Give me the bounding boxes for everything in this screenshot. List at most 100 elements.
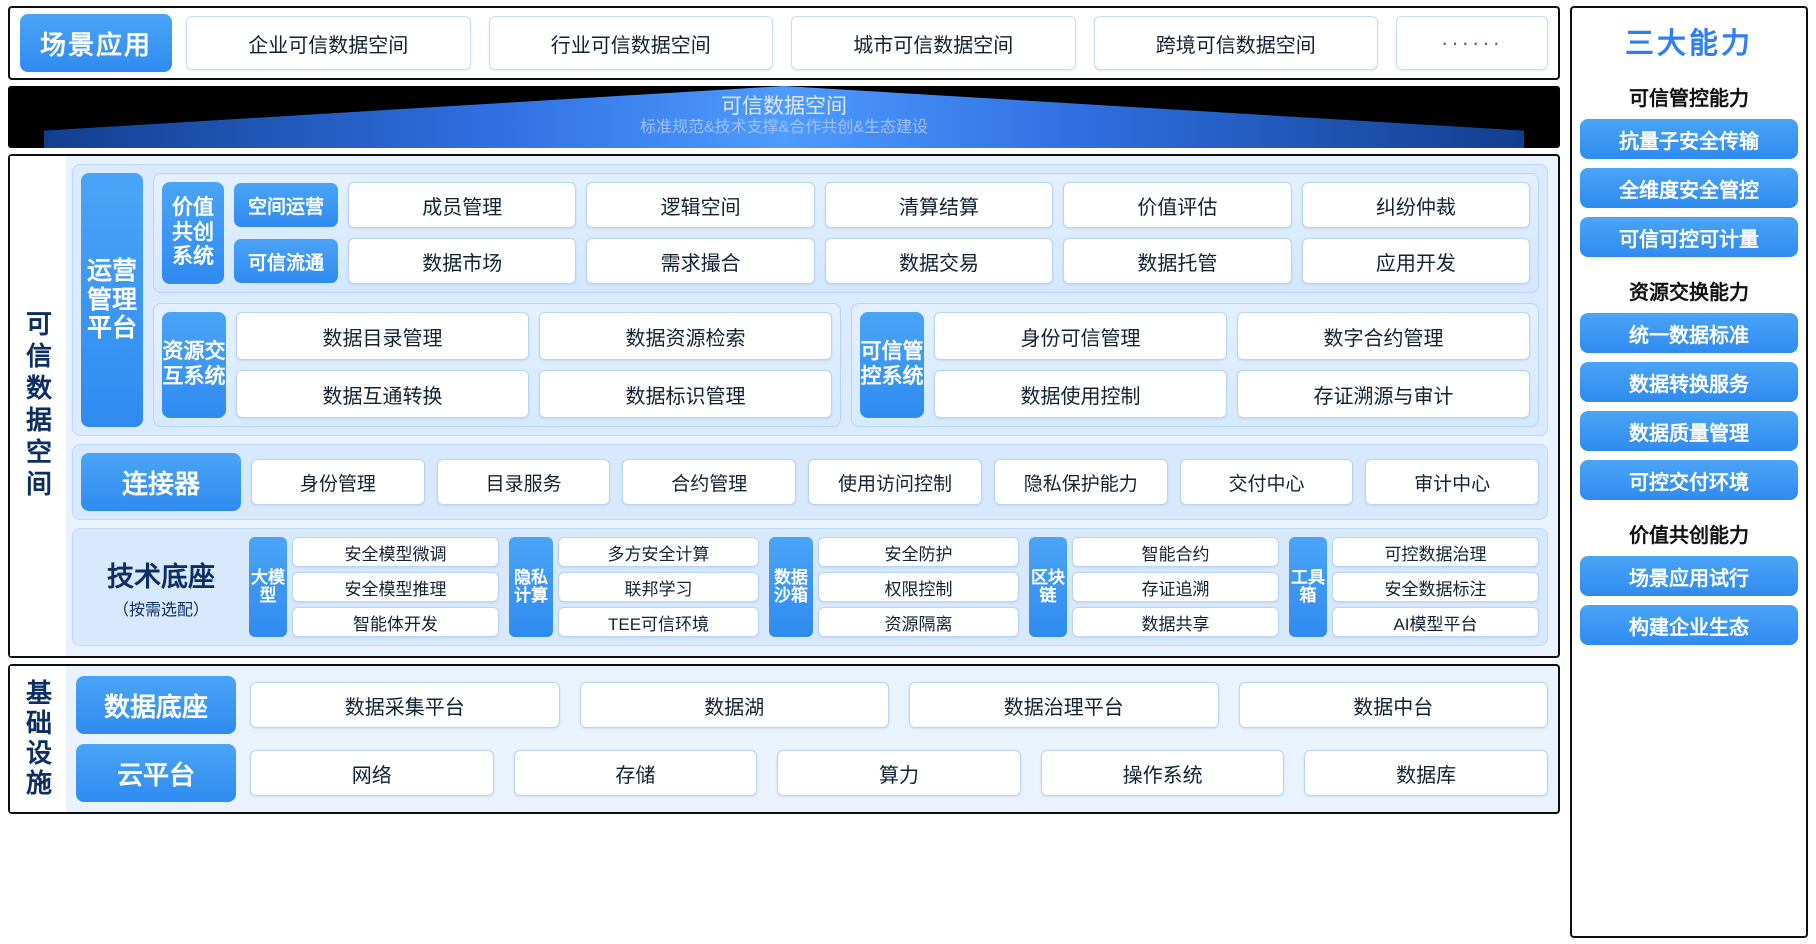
item-data-custody[interactable]: 数据托管: [1063, 238, 1292, 284]
capability-full-dimension-security[interactable]: 全维度安全管控: [1580, 168, 1798, 208]
operation-management-label: 运营管理平台: [81, 173, 143, 427]
capability-data-conversion-service[interactable]: 数据转换服务: [1580, 362, 1798, 402]
item-secure-model-finetune[interactable]: 安全模型微调: [292, 537, 499, 567]
item-evidence-trace-audit[interactable]: 存证溯源与审计: [1237, 370, 1530, 418]
item-demand-matching[interactable]: 需求撮合: [586, 238, 815, 284]
item-permission-control[interactable]: 权限控制: [818, 572, 1019, 602]
item-logical-space[interactable]: 逻辑空间: [586, 182, 815, 228]
item-smart-contract[interactable]: 智能合约: [1072, 537, 1279, 567]
cloud-platform-row: 云平台 网络 存储 算力 操作系统 数据库: [76, 744, 1548, 802]
item-data-sharing[interactable]: 数据共享: [1072, 607, 1279, 637]
item-ai-model-platform[interactable]: AI模型平台: [1332, 607, 1539, 637]
item-secure-data-annotation[interactable]: 安全数据标注: [1332, 572, 1539, 602]
operation-groups: 价值共创系统 空间运营 成员管理 逻辑空间 清算结算 价值评估 纠纷仲裁: [153, 173, 1539, 427]
item-app-development[interactable]: 应用开发: [1301, 238, 1531, 284]
item-database[interactable]: 数据库: [1304, 750, 1548, 796]
capability-heading-control: 可信管控能力: [1629, 88, 1749, 110]
connector-item-catalog[interactable]: 目录服务: [436, 459, 611, 505]
item-data-lake[interactable]: 数据湖: [579, 682, 889, 728]
item-identity-trust-management[interactable]: 身份可信管理: [934, 312, 1227, 360]
item-controllable-data-governance[interactable]: 可控数据治理: [1332, 537, 1539, 567]
tech-items-toolbox: 可控数据治理 安全数据标注 AI模型平台: [1332, 537, 1539, 637]
tech-items-data-sandbox: 安全防护 权限控制 资源隔离: [818, 537, 1019, 637]
value-cocreation-label: 价值共创系统: [162, 182, 224, 284]
connector-item-contract[interactable]: 合约管理: [622, 459, 797, 505]
tech-foundation-title: 技术底座: [107, 561, 215, 592]
item-tee[interactable]: TEE可信环境: [558, 607, 759, 637]
connector-item-audit[interactable]: 审计中心: [1365, 459, 1540, 505]
item-evidence-trace[interactable]: 存证追溯: [1072, 572, 1279, 602]
connector-items: 身份管理 目录服务 合约管理 使用访问控制 隐私保护能力 交付中心 审计中心: [251, 459, 1540, 505]
item-data-catalog-management[interactable]: 数据目录管理: [236, 312, 529, 360]
item-resource-isolation[interactable]: 资源隔离: [818, 607, 1019, 637]
item-value-assessment[interactable]: 价值评估: [1063, 182, 1292, 228]
tech-items-blockchain: 智能合约 存证追溯 数据共享: [1072, 537, 1279, 637]
item-mpc[interactable]: 多方安全计算: [558, 537, 759, 567]
item-digital-contract-management[interactable]: 数字合约管理: [1237, 312, 1530, 360]
platform-inner: 运营管理平台 价值共创系统 空间运营 成员管理 逻辑空间 清算结算 价值评估: [66, 156, 1558, 656]
connector-item-privacy[interactable]: 隐私保护能力: [993, 459, 1168, 505]
scene-item-industry[interactable]: 行业可信数据空间: [488, 16, 773, 70]
scene-item-city[interactable]: 城市可信数据空间: [791, 16, 1076, 70]
item-data-market[interactable]: 数据市场: [348, 238, 577, 284]
connector-item-identity[interactable]: 身份管理: [251, 459, 425, 505]
item-storage[interactable]: 存储: [513, 750, 758, 796]
data-foundation-items: 数据采集平台 数据湖 数据治理平台 数据中台: [250, 682, 1548, 728]
scene-item-enterprise[interactable]: 企业可信数据空间: [186, 16, 471, 70]
item-data-collection-platform[interactable]: 数据采集平台: [250, 682, 560, 728]
tech-group-large-model: 大模型 安全模型微调 安全模型推理 智能体开发: [249, 537, 499, 637]
item-dispute-arbitration[interactable]: 纠纷仲裁: [1301, 182, 1531, 228]
item-security-protection[interactable]: 安全防护: [818, 537, 1019, 567]
banner-text: 可信数据空间 标准规范&技术支撑&合作共创&生态建设: [8, 86, 1560, 148]
item-data-interop-conversion[interactable]: 数据互通转换: [236, 370, 529, 418]
capability-build-enterprise-ecosystem[interactable]: 构建企业生态: [1580, 605, 1798, 645]
item-data-trading[interactable]: 数据交易: [824, 238, 1054, 284]
item-data-governance-platform[interactable]: 数据治理平台: [909, 682, 1219, 728]
item-network[interactable]: 网络: [250, 750, 494, 796]
resource-row-1: 数据目录管理 数据资源检索: [236, 312, 832, 360]
data-foundation-row: 数据底座 数据采集平台 数据湖 数据治理平台 数据中台: [76, 676, 1548, 734]
item-data-identifier-management[interactable]: 数据标识管理: [539, 370, 832, 418]
item-agent-development[interactable]: 智能体开发: [292, 607, 499, 637]
item-secure-model-inference[interactable]: 安全模型推理: [292, 572, 499, 602]
scene-item-more[interactable]: ······: [1396, 16, 1548, 70]
item-computing-power[interactable]: 算力: [777, 750, 1021, 796]
tech-foundation-row: 技术底座 （按需选配） 大模型 安全模型微调 安全模型推理 智能体开发: [72, 528, 1548, 646]
item-federated-learning[interactable]: 联邦学习: [558, 572, 759, 602]
capability-data-quality-management[interactable]: 数据质量管理: [1580, 411, 1798, 451]
scene-item-crossborder[interactable]: 跨境可信数据空间: [1093, 16, 1378, 70]
connector-item-delivery[interactable]: 交付中心: [1179, 459, 1354, 505]
resource-interaction-items: 数据目录管理 数据资源检索 数据互通转换 数据标识管理: [236, 312, 832, 418]
capability-trusted-controllable-measurable[interactable]: 可信可控可计量: [1580, 217, 1798, 257]
scene-application-title: 场景应用: [20, 14, 172, 72]
capability-unified-data-standard[interactable]: 统一数据标准: [1580, 313, 1798, 353]
item-member-management[interactable]: 成员管理: [348, 182, 577, 228]
control-row-1: 身份可信管理 数字合约管理: [934, 312, 1530, 360]
tech-group-toolbox: 工具箱 可控数据治理 安全数据标注 AI模型平台: [1289, 537, 1539, 637]
capability-scenario-trial[interactable]: 场景应用试行: [1580, 556, 1798, 596]
connector-item-usage-access[interactable]: 使用访问控制: [808, 459, 982, 505]
item-data-middle-platform[interactable]: 数据中台: [1238, 682, 1548, 728]
capability-heading-exchange: 资源交换能力: [1629, 282, 1749, 304]
value-cocreation-rows: 空间运营 成员管理 逻辑空间 清算结算 价值评估 纠纷仲裁 可信流通 数据市场: [234, 182, 1531, 284]
item-data-resource-search[interactable]: 数据资源检索: [539, 312, 832, 360]
tech-group-blockchain: 区块链 智能合约 存证追溯 数据共享: [1029, 537, 1279, 637]
scene-application-row: 场景应用 企业可信数据空间 行业可信数据空间 城市可信数据空间 跨境可信数据空间…: [8, 6, 1560, 80]
main-column: 场景应用 企业可信数据空间 行业可信数据空间 城市可信数据空间 跨境可信数据空间…: [8, 6, 1560, 938]
resource-row-2: 数据互通转换 数据标识管理: [236, 370, 832, 418]
capabilities-panel: 三大能力 可信管控能力 抗量子安全传输 全维度安全管控 可信可控可计量 资源交换…: [1570, 6, 1808, 938]
item-data-usage-control[interactable]: 数据使用控制: [934, 370, 1227, 418]
item-operating-system[interactable]: 操作系统: [1040, 750, 1285, 796]
tag-trusted-circulation: 可信流通: [234, 239, 338, 283]
capability-anti-quantum-transmission[interactable]: 抗量子安全传输: [1580, 119, 1798, 159]
item-clearing-settlement[interactable]: 清算结算: [824, 182, 1054, 228]
resource-interaction-group: 资源交互系统 数据目录管理 数据资源检索 数据互通转换 数据标识管理: [153, 303, 841, 427]
banner-title: 可信数据空间: [721, 95, 847, 119]
trusted-control-label: 可信管控系统: [860, 312, 924, 418]
trusted-data-space-panel: 可信数据空间 运营管理平台 价值共创系统 空间运营 成员管理 逻辑空间: [8, 154, 1560, 658]
tech-group-label-large-model: 大模型: [249, 537, 287, 637]
tech-group-label-blockchain: 区块链: [1029, 537, 1067, 637]
capability-controllable-delivery-env[interactable]: 可控交付环境: [1580, 460, 1798, 500]
cloud-platform-items: 网络 存储 算力 操作系统 数据库: [250, 750, 1548, 796]
tech-group-privacy-computing: 隐私计算 多方安全计算 联邦学习 TEE可信环境: [509, 537, 759, 637]
